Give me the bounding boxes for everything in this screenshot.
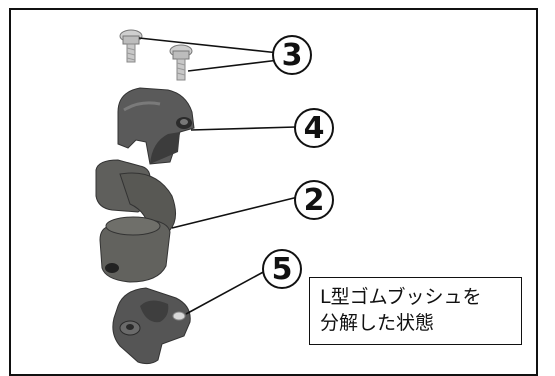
caption-box: L型ゴムブッシュを 分解した状態 bbox=[309, 277, 522, 345]
part-label-5: 5 bbox=[262, 249, 302, 289]
screw-icon bbox=[169, 44, 193, 81]
part-label-4-text: 4 bbox=[303, 110, 325, 146]
part-label-3: 3 bbox=[272, 35, 312, 75]
part-label-3-text: 3 bbox=[281, 37, 303, 73]
clamp-top-icon bbox=[117, 87, 195, 165]
leader-lines bbox=[138, 37, 299, 315]
part-label-2: 2 bbox=[294, 180, 334, 220]
part-label-5-text: 5 bbox=[271, 251, 293, 287]
screw-icon bbox=[119, 29, 143, 63]
l-bushing-icon bbox=[95, 159, 176, 283]
part-label-4: 4 bbox=[294, 108, 334, 148]
clamp-bottom-icon bbox=[112, 287, 191, 365]
caption-line-1: L型ゴムブッシュを bbox=[320, 286, 482, 308]
part-label-2-text: 2 bbox=[303, 182, 325, 218]
caption-line-2: 分解した状態 bbox=[320, 312, 435, 334]
